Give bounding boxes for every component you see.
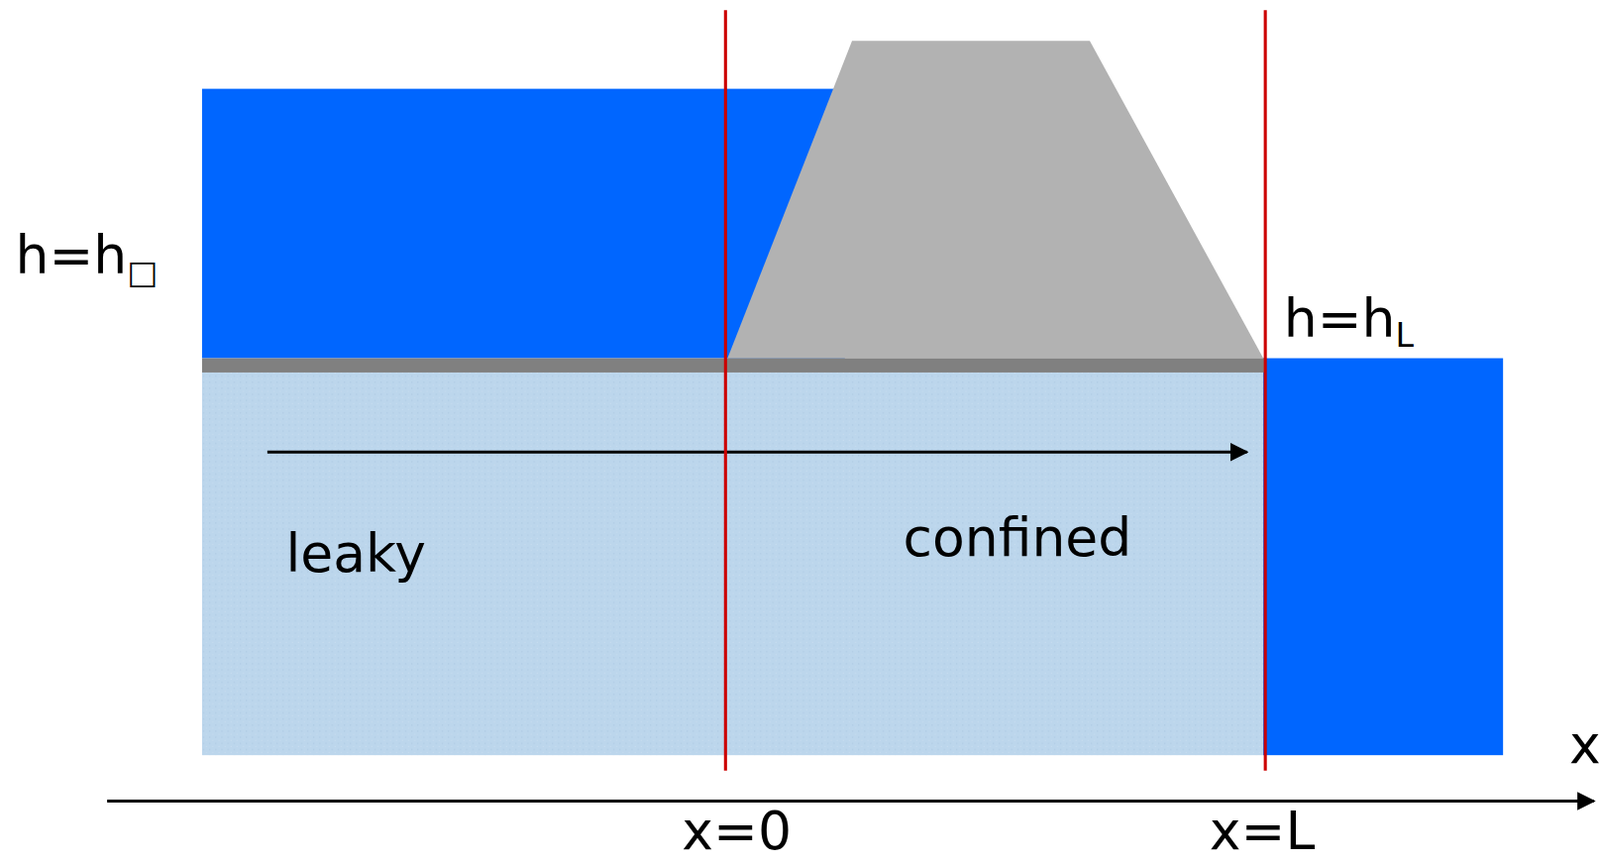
- head-label: h=h□: [14, 228, 158, 283]
- axis-tick-label: x=L: [1209, 804, 1315, 858]
- zone-label: leaky: [285, 526, 426, 580]
- axis-label: x: [1569, 718, 1600, 772]
- zone-label: confined: [903, 511, 1133, 565]
- boundary-line: [724, 9, 728, 770]
- downstream-water: [1263, 358, 1503, 756]
- aquitard-layer: [202, 358, 1265, 373]
- dam-body: [727, 40, 1264, 358]
- flow-arrow: [267, 450, 1248, 454]
- aquifer: [202, 372, 1265, 755]
- axis-tick-label: x=0: [681, 804, 792, 858]
- head-label: h=hL: [1283, 292, 1414, 346]
- boundary-line: [1264, 9, 1268, 770]
- x-axis: [106, 799, 1595, 803]
